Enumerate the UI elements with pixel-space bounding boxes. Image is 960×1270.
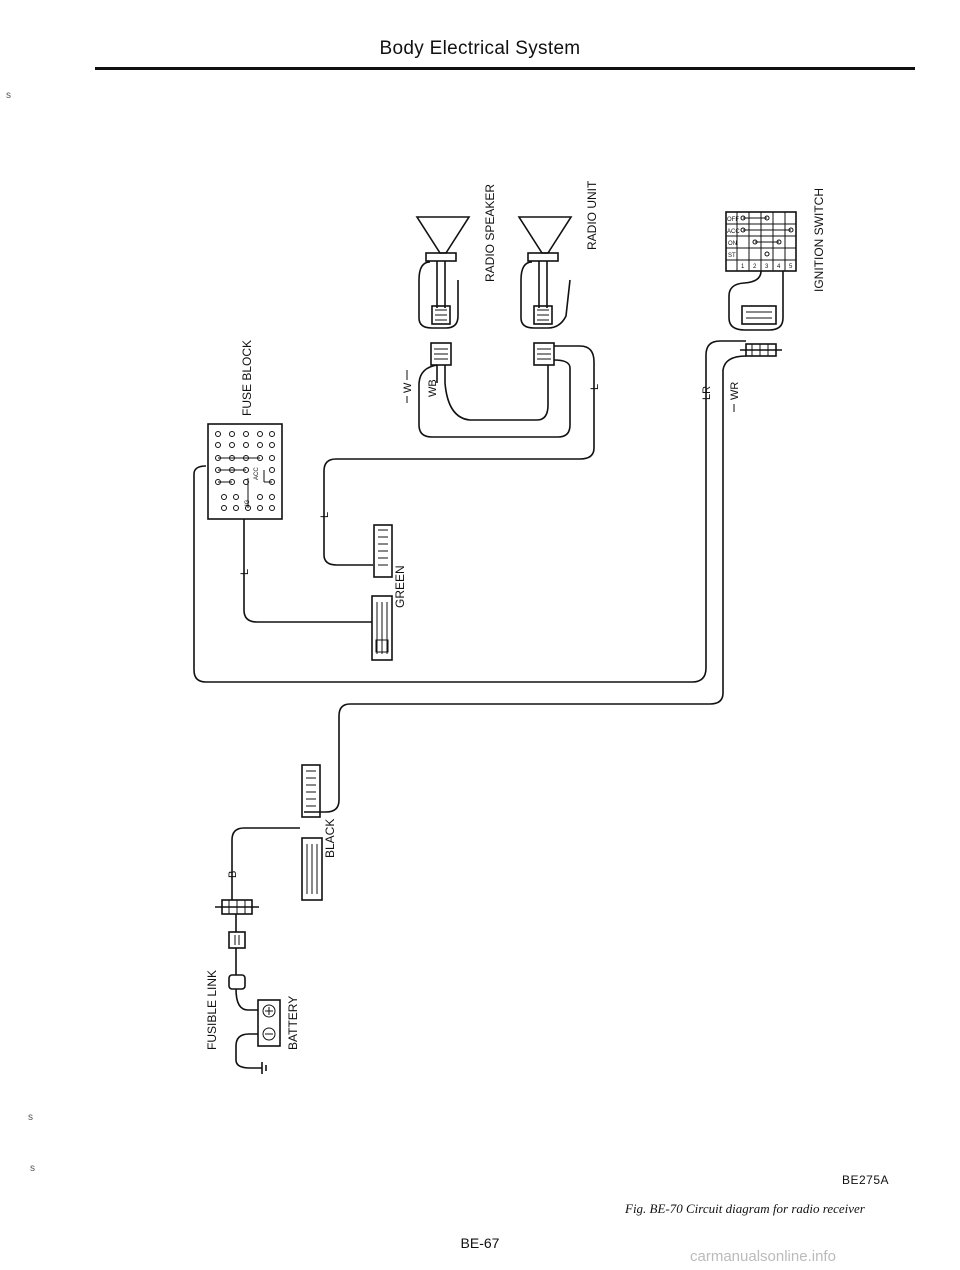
watermark: carmanualsonline.info <box>690 1248 836 1265</box>
wire-label-l-mid: L <box>319 512 331 518</box>
ignition-row-st: ST <box>728 253 736 259</box>
page-header-title: Body Electrical System <box>379 38 581 59</box>
label-green-connector: GREEN <box>393 565 407 608</box>
label-black-connector: BLACK <box>323 819 337 858</box>
label-ignition-switch: IGNITION SWITCH <box>812 188 826 292</box>
ignition-terminal-4: 4 <box>777 264 781 270</box>
green-connector <box>371 524 393 661</box>
wire-w <box>418 359 571 438</box>
radio-speaker <box>415 216 471 329</box>
ignition-terminal-3: 3 <box>765 264 769 270</box>
wire-l-fuse <box>243 519 372 623</box>
wire-label-wr: WR <box>729 382 741 400</box>
ignition-row-acc: ACC <box>727 229 740 235</box>
wire-label-l-radio: L <box>589 384 601 390</box>
wire-wr <box>304 355 747 813</box>
ignition-row-on: ON <box>728 241 737 247</box>
fuse-block-acc-mark: ACC <box>254 467 260 480</box>
label-radio-unit: RADIO UNIT <box>585 180 599 250</box>
ignition-terminal-1: 1 <box>741 264 745 270</box>
fuse-block-ig-mark: IG <box>245 499 251 506</box>
ignition-terminal-2: 2 <box>753 264 757 270</box>
wire-label-lr: LR <box>701 386 713 400</box>
wire-b <box>231 827 300 900</box>
battery <box>235 988 281 1074</box>
ignition-switch: OFF ACC ON ST 1 2 3 4 5 <box>725 211 797 357</box>
page-number: BE-67 <box>460 1235 500 1251</box>
wire-label-wb: WB <box>427 379 439 397</box>
figure-caption: Fig. BE-70 Circuit diagram for radio rec… <box>625 1201 865 1216</box>
label-fusible-link: FUSIBLE LINK <box>205 970 219 1050</box>
label-fuse-block: FUSE BLOCK <box>240 340 254 416</box>
wire-lr <box>193 340 746 683</box>
fusible-link <box>215 899 259 990</box>
wire-wb <box>444 365 549 421</box>
speaker-connector-right <box>533 342 555 366</box>
stray-mark: s <box>30 1163 35 1174</box>
wire-label-w: W <box>402 382 414 393</box>
ignition-row-off: OFF <box>727 217 739 223</box>
speaker-connector-left <box>430 342 452 383</box>
wire-l-radio <box>323 345 595 566</box>
stray-mark: s <box>28 1112 33 1123</box>
wire-label-b: B <box>227 871 239 878</box>
label-radio-speaker: RADIO SPEAKER <box>483 184 497 282</box>
ignition-terminal-5: 5 <box>789 264 793 270</box>
label-battery: BATTERY <box>286 996 300 1050</box>
stray-mark: s <box>6 90 11 101</box>
figure-code: BE275A <box>842 1173 890 1187</box>
radio-unit-speaker <box>517 216 573 329</box>
fuse-block: ACC IG <box>207 423 283 520</box>
black-connector <box>301 764 323 901</box>
wire-label-l-fuse: L <box>239 569 251 575</box>
header-rule <box>95 67 915 70</box>
